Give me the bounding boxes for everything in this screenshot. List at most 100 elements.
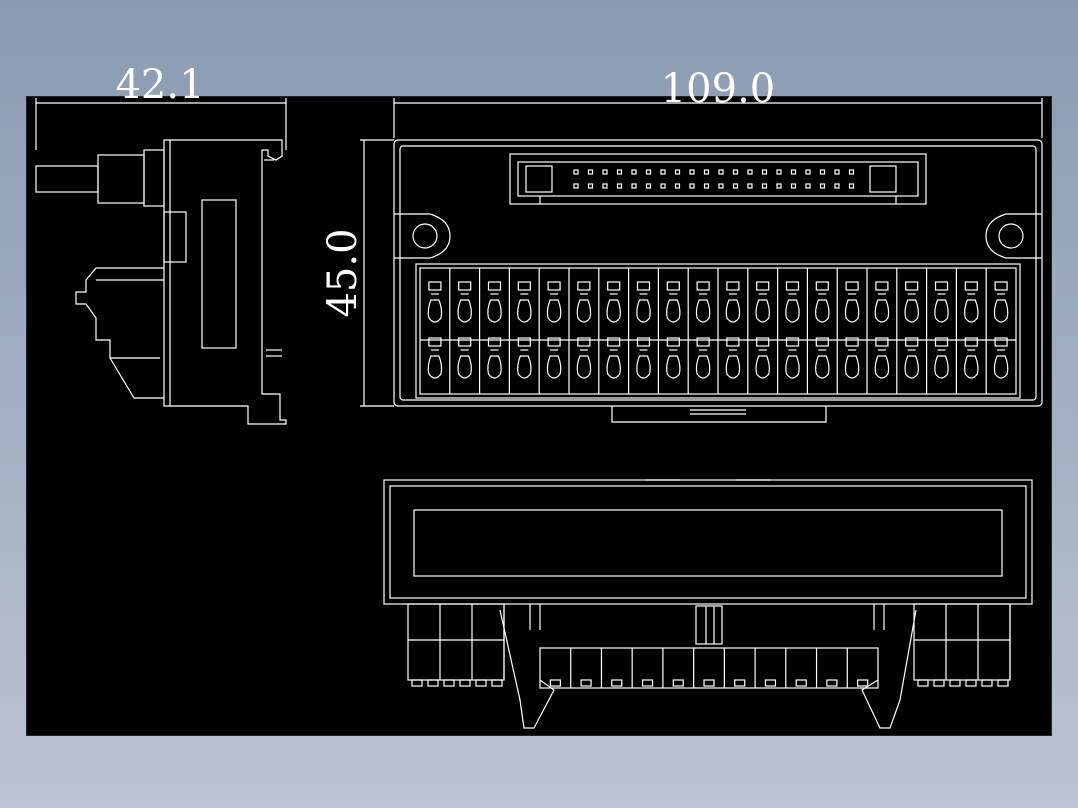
connector-pin <box>602 183 608 189</box>
terminal-screw <box>427 299 443 323</box>
terminal-clamp <box>517 281 531 291</box>
terminal-clamp <box>785 337 800 347</box>
connector-pin <box>660 169 666 175</box>
terminal-clamp <box>964 281 978 291</box>
terminal-screw <box>844 355 860 379</box>
connector-pin <box>660 183 666 189</box>
terminal-screw <box>844 299 860 323</box>
connector-tooth <box>580 679 592 687</box>
connector-pin <box>718 183 724 189</box>
terminal-clamp <box>845 281 859 291</box>
terminal-tooth <box>443 679 455 687</box>
connector-pin <box>732 183 739 189</box>
connector-tooth <box>826 679 838 687</box>
connector-pin <box>718 169 724 175</box>
terminal-screw <box>755 299 770 323</box>
terminal-clamp <box>696 281 710 291</box>
terminal-tooth <box>427 679 439 687</box>
label-window <box>413 509 1003 577</box>
connector-pin <box>674 183 681 189</box>
connector-pin <box>848 169 855 175</box>
terminal-clamp <box>726 281 740 291</box>
terminal-screw <box>934 355 949 379</box>
terminal-screw <box>517 355 532 379</box>
connector-pin <box>834 169 840 175</box>
terminal-clamp <box>934 281 949 291</box>
terminal-screw <box>993 355 1009 379</box>
terminal-clamp <box>458 281 472 291</box>
terminal-clamp <box>666 337 680 347</box>
terminal-clamp <box>487 281 502 291</box>
terminal-clamp <box>934 337 949 347</box>
terminal-screw <box>755 355 770 379</box>
connector-pin <box>761 183 768 189</box>
terminal-clamp <box>607 281 621 291</box>
terminal-clamp <box>815 337 829 347</box>
terminal-screw <box>576 355 592 379</box>
drawing-canvas <box>26 96 1052 736</box>
terminal-tooth <box>411 679 423 687</box>
terminal-clamp <box>547 281 561 291</box>
connector-pin <box>703 169 710 175</box>
connector-tooth <box>764 679 777 687</box>
terminal-screw <box>546 355 562 379</box>
connector-pin <box>732 169 739 175</box>
terminal-clamp <box>636 281 651 291</box>
terminal-clamp <box>905 337 919 347</box>
terminal-screw <box>904 355 919 379</box>
terminal-clamp <box>666 281 680 291</box>
dimension-side-width: 42.1 <box>115 62 204 108</box>
connector-pin <box>848 183 855 189</box>
terminal-screw <box>636 355 651 379</box>
connector-pin <box>616 169 623 175</box>
terminal-screw <box>993 299 1009 323</box>
terminal-clamp <box>815 281 829 291</box>
terminal-clamp <box>428 281 442 291</box>
terminal-clamp <box>726 337 740 347</box>
terminal-clamp <box>487 337 502 347</box>
terminal-clamp <box>785 281 800 291</box>
terminal-screw <box>934 299 949 323</box>
connector-pin <box>819 183 826 189</box>
terminal-screw <box>695 299 711 323</box>
terminal-clamp <box>636 337 651 347</box>
bottom-view <box>383 479 1033 729</box>
terminal-screw <box>666 355 681 379</box>
terminal-screw <box>487 355 502 379</box>
connector-pin <box>776 169 782 175</box>
terminal-clamp <box>458 337 472 347</box>
terminal-tooth <box>997 679 1009 687</box>
connector-pin <box>587 169 594 175</box>
dimension-front-height: 45.0 <box>320 228 366 317</box>
terminal-screw <box>666 299 681 323</box>
front-view <box>360 98 1043 423</box>
connector-pin <box>573 169 579 175</box>
connector-pin <box>631 169 637 175</box>
terminal-tooth <box>965 679 977 687</box>
terminal-screw <box>457 355 472 379</box>
connector-pin <box>805 169 811 175</box>
connector-tooth <box>703 679 715 687</box>
terminal-screw <box>964 355 979 379</box>
connector-pin <box>587 183 594 189</box>
terminal-screw <box>815 299 830 323</box>
connector-pin <box>674 169 681 175</box>
terminal-screw <box>815 355 830 379</box>
connector-pin <box>790 183 797 189</box>
connector-pin <box>703 183 710 189</box>
terminal-tooth <box>933 679 945 687</box>
connector-pin <box>776 183 782 189</box>
terminal-clamp <box>875 337 889 347</box>
terminal-clamp <box>994 337 1008 347</box>
terminal-screw <box>785 355 800 379</box>
terminal-clamp <box>994 281 1008 291</box>
terminal-clamp <box>756 281 770 291</box>
terminal-clamp <box>517 337 531 347</box>
terminal-screw <box>904 299 919 323</box>
connector-pin <box>819 169 826 175</box>
terminal-screw <box>695 355 711 379</box>
connector-pin <box>631 183 637 189</box>
connector-pin <box>602 169 608 175</box>
terminal-screw <box>725 299 741 323</box>
